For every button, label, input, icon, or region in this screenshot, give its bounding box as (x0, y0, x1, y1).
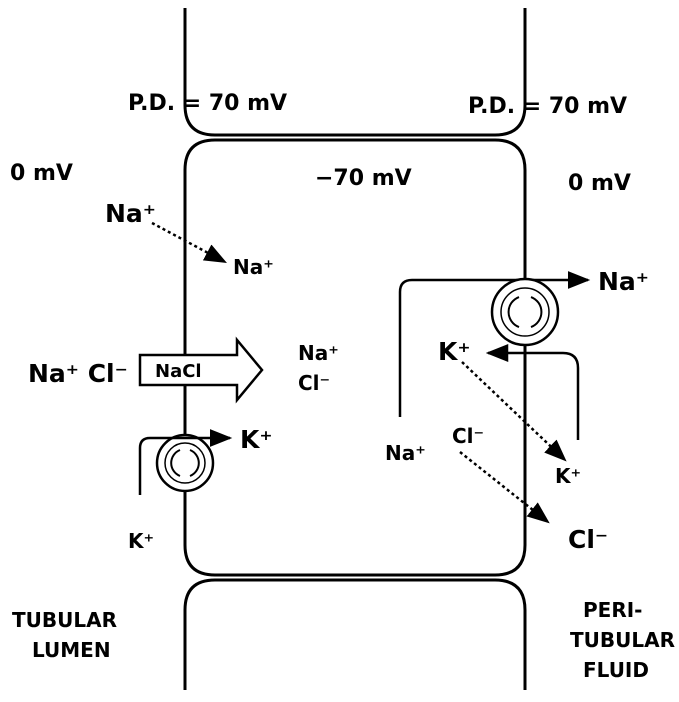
peritubular-fluid-label-line1: PERI- (583, 598, 642, 622)
k-pump-uptake-arrow (485, 344, 580, 440)
cell-membranes (183, 8, 527, 690)
cell-potential-label: −70 mV (315, 166, 412, 191)
lumen-potential-label: 0 mV (10, 161, 73, 186)
cl-basolateral-exit-arrow (459, 451, 550, 524)
nacl-transport-arrow (138, 336, 264, 404)
na-pump-in-label: Na⁺ (385, 441, 426, 465)
peritubular-fluid-label-line3: FLUID (583, 658, 649, 682)
cl-basolateral-label: Cl⁻ (452, 424, 484, 448)
upper-cell-outline (183, 8, 527, 137)
nacl-arrow-label: NaCl (155, 361, 202, 382)
k-pump-in-label: K⁺ (438, 337, 471, 366)
k-apical-out-label: K⁺ (240, 425, 273, 454)
pd-left-label: P.D. = 70 mV (128, 91, 287, 116)
k-apical-in-label: K⁺ (128, 529, 154, 553)
na-pump-out-label: Na⁺ (598, 267, 649, 296)
na-entry-arrow (151, 221, 227, 264)
tubular-lumen-label-line2: LUMEN (32, 638, 111, 662)
na-lumen-label: Na⁺ (105, 199, 156, 228)
nacl-lumen-label: Na⁺ Cl⁻ (28, 359, 128, 388)
lower-cell-outline (183, 578, 527, 690)
apical-k-secretion-arrow (138, 429, 233, 495)
apical-k-pump (155, 433, 215, 493)
na-cell-label: Na⁺ (298, 341, 339, 365)
cl-cell-label: Cl⁻ (298, 371, 330, 395)
na-entered-label: Na⁺ (233, 255, 274, 279)
na-pump-extrusion-arrow (398, 271, 591, 417)
central-cell-outline (183, 138, 527, 577)
cl-basolateral-out-label: Cl⁻ (568, 525, 608, 554)
basolateral-na-k-pump (490, 277, 560, 347)
tubular-lumen-label-line1: TUBULAR (12, 608, 117, 632)
peritubular-fluid-label-line2: TUBULAR (570, 628, 675, 652)
blood-potential-label: 0 mV (568, 171, 631, 196)
pd-right-label: P.D. = 70 mV (468, 94, 627, 119)
k-basolateral-out-label: K⁺ (555, 464, 581, 488)
